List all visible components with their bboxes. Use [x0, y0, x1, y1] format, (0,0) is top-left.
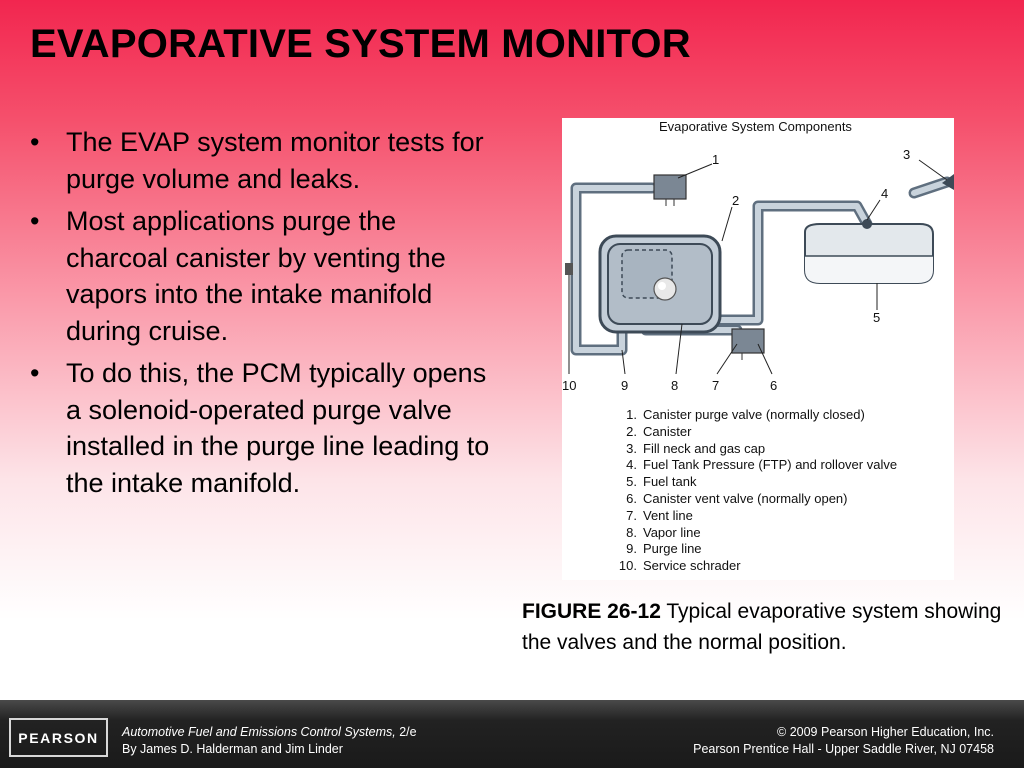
caption-text: Typical evaporative system showing the v… — [522, 600, 1002, 654]
legend-item: 1.Canister purge valve (normally closed) — [626, 407, 865, 422]
callout-1: 1 — [712, 152, 719, 167]
copyright: © 2009 Pearson Higher Education, Inc. — [777, 725, 994, 739]
callout-10: 10 — [562, 378, 576, 393]
authors: By James D. Halderman and Jim Linder — [122, 742, 343, 756]
footer-bar: PEARSON Automotive Fuel and Emissions Co… — [0, 700, 1024, 768]
service-schrader — [565, 263, 573, 275]
pearson-logo: PEARSON — [9, 718, 108, 757]
fuel-tank — [804, 219, 934, 284]
bullet-item: The EVAP system monitor tests for purge … — [30, 124, 490, 197]
figure-heading: Evaporative System Components — [659, 119, 852, 134]
legend-item: 4.Fuel Tank Pressure (FTP) and rollover … — [626, 457, 898, 473]
legend-item: 3.Fill neck and gas cap — [626, 440, 766, 456]
gas-cap — [942, 174, 954, 190]
slide-title: EVAPORATIVE SYSTEM MONITOR — [30, 22, 691, 66]
footer-publisher-info: © 2009 Pearson Higher Education, Inc. Pe… — [693, 724, 994, 758]
figure-legend: 1.Canister purge valve (normally closed)… — [615, 407, 897, 575]
callout-6: 6 — [770, 378, 777, 393]
caption-label: FIGURE 26-12 — [522, 600, 661, 623]
evap-system-figure: Evaporative System Components — [562, 118, 954, 580]
evap-system-diagram: Evaporative System Components — [562, 119, 954, 393]
legend-item: 6.Canister vent valve (normally open) — [626, 490, 848, 506]
bullet-list: The EVAP system monitor tests for purge … — [30, 124, 490, 507]
edition: 2/e — [395, 725, 417, 739]
legend-item: 5.Fuel tank — [626, 474, 697, 490]
callout-9: 9 — [621, 378, 628, 393]
legend-item: 9.Purge line — [626, 541, 702, 557]
vent-valve — [731, 328, 765, 360]
footer-book-info: Automotive Fuel and Emissions Control Sy… — [122, 724, 417, 758]
callout-3: 3 — [903, 147, 910, 162]
figure-caption: FIGURE 26-12 Typical evaporative system … — [522, 596, 1017, 658]
legend-item: 2.Canister — [626, 423, 692, 439]
callout-8: 8 — [671, 378, 678, 393]
legend-item: 8.Vapor line — [626, 524, 701, 540]
legend-item: 10.Service schrader — [618, 558, 741, 574]
callout-4: 4 — [881, 186, 888, 201]
book-title: Automotive Fuel and Emissions Control Sy… — [122, 725, 396, 739]
canister — [598, 234, 722, 334]
callout-2: 2 — [732, 193, 739, 208]
bullet-item: Most applications purge the charcoal can… — [30, 203, 490, 349]
callout-7: 7 — [712, 378, 719, 393]
publisher: Pearson Prentice Hall - Upper Saddle Riv… — [693, 742, 994, 756]
bullet-item: To do this, the PCM typically opens a so… — [30, 355, 490, 501]
purge-valve — [653, 174, 687, 206]
legend-item: 7.Vent line — [626, 507, 693, 523]
callout-5: 5 — [873, 310, 880, 325]
